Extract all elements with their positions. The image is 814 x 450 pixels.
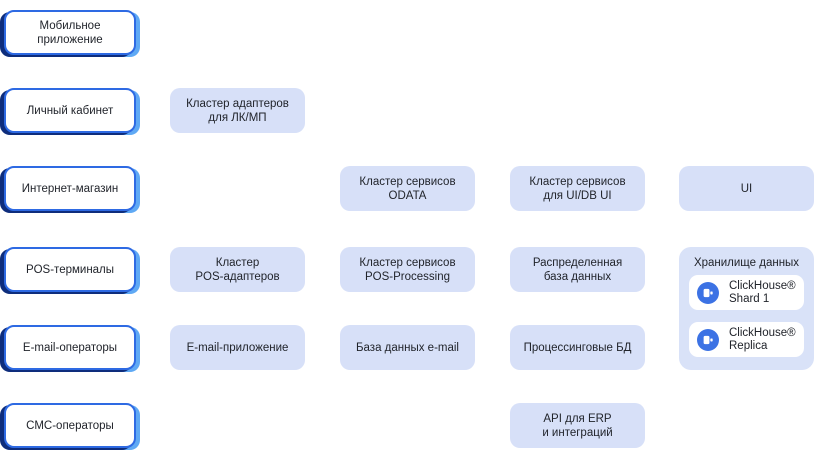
storage-item-shard1: ClickHouse® Shard 1 <box>689 275 804 310</box>
node-label: E-mail-операторы <box>22 341 118 354</box>
node-email-db: База данных e-mail <box>340 325 475 370</box>
node-label: Личный кабинет <box>26 104 114 117</box>
node-label: Мобильное приложение <box>37 19 103 46</box>
node-label: Кластер сервисов POS-Processing <box>359 256 456 283</box>
storage-item-label: ClickHouse® Replica <box>729 326 796 352</box>
node-distributed-db: Распределенная база данных <box>510 247 645 292</box>
node-pos-processing: Кластер сервисов POS-Processing <box>340 247 475 292</box>
node-email-app: E-mail-приложение <box>170 325 305 370</box>
node-label: API для ERP и интеграций <box>542 412 613 439</box>
node-processing-db: Процессинговые БД <box>510 325 645 370</box>
clickhouse-icon <box>697 328 719 351</box>
node-label: Процессинговые БД <box>523 341 632 354</box>
node-label: Кластер POS-адаптеров <box>195 256 280 283</box>
node-api-erp: API для ERP и интеграций <box>510 403 645 448</box>
node-label: Распределенная база данных <box>532 256 623 283</box>
node-adapters-lk-mp: Кластер адаптеров для ЛК/МП <box>170 88 305 133</box>
node-label: База данных e-mail <box>355 341 459 354</box>
node-label: Кластер сервисов ODATA <box>359 175 456 202</box>
node-sms-operators: СМС-операторы <box>4 403 136 448</box>
node-ui-db-services: Кластер сервисов для UI/DB UI <box>510 166 645 211</box>
node-mobile-app: Мобильное приложение <box>4 10 136 55</box>
node-label: POS-терминалы <box>25 263 115 276</box>
node-odata-services: Кластер сервисов ODATA <box>340 166 475 211</box>
storage-item-label: ClickHouse® Shard 1 <box>729 279 796 305</box>
node-label: Интернет-магазин <box>21 182 119 195</box>
node-data-storage: Хранилище данных ClickHouse® Shard 1 Cli… <box>679 247 814 370</box>
node-ui: UI <box>679 166 814 211</box>
storage-item-replica: ClickHouse® Replica <box>689 322 804 357</box>
node-label: Кластер адаптеров для ЛК/МП <box>186 97 289 124</box>
node-pos-adapters: Кластер POS-адаптеров <box>170 247 305 292</box>
node-email-operators: E-mail-операторы <box>4 325 136 370</box>
node-online-store: Интернет-магазин <box>4 166 136 211</box>
clickhouse-icon <box>697 281 719 304</box>
node-label: UI <box>740 182 753 195</box>
node-pos-terminals: POS-терминалы <box>4 247 136 292</box>
node-label: СМС-операторы <box>26 419 114 432</box>
storage-title: Хранилище данных <box>693 257 800 269</box>
node-label: E-mail-приложение <box>186 341 289 354</box>
node-label: Кластер сервисов для UI/DB UI <box>529 175 626 202</box>
node-personal-account: Личный кабинет <box>4 88 136 133</box>
